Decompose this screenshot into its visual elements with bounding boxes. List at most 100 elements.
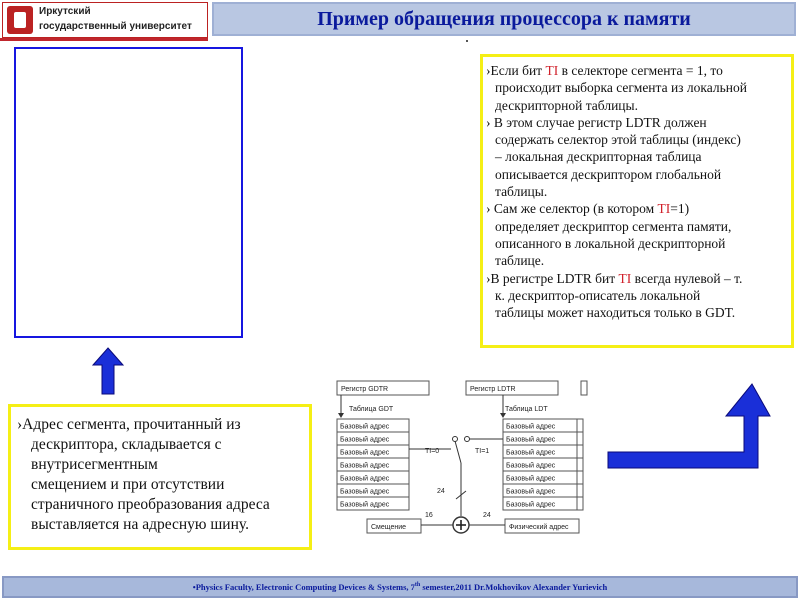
descriptor-row-label: Базовый адрес [340,436,390,444]
segment-address-line: выставляется на адресную шину. [17,515,303,535]
bullet-icon: › [486,114,491,130]
ti-explanation-line: дескрипторной таблицы. [486,97,785,114]
text-run: В регистре LDTR бит [490,270,619,286]
ti-explanation-box: ›Если бит TI в селекторе сегмента = 1, т… [480,54,794,348]
text-run: дескрипторной таблицы. [495,97,638,113]
ldt-label: Таблица LDT [505,405,548,413]
ti-explanation-line: описывается дескриптором глобальной [486,166,785,183]
ti-explanation-line: – локальная дескрипторная таблица [486,148,785,165]
text-run: определяет дескриптор сегмента памяти, [495,218,732,234]
descriptor-row-label: Базовый адрес [340,501,390,509]
empty-figure-frame [14,47,243,338]
up-arrow-icon [92,347,124,395]
ti-explanation-line: › Сам же селектор (в котором TI=1) [486,200,785,217]
text-run: таблицы. [495,184,548,200]
header-divider [0,38,208,41]
segment-address-line: смещением и при отсутствии [17,475,303,495]
logo-line-1: Иркутский [39,6,91,17]
ti-explanation-line: описанного в локальной дескрипторной [486,235,785,252]
descriptor-row-label: Базовый адрес [506,501,556,509]
bullet-icon: › [486,201,491,217]
descriptor-row-label: Базовый адрес [340,423,390,431]
decorative-dot [466,40,468,42]
descriptor-row-label: Базовый адрес [506,449,556,457]
text-run: В этом случае регистр LDTR должен [490,114,707,130]
bits-24-top: 24 [437,488,445,495]
segment-address-line: дескриптора, складывается с [17,435,303,455]
text-run: таблицы может находиться только в GDT. [495,305,736,321]
text-run: Сам же селектор (в котором [490,201,658,217]
gdtr-label: Регистр GDTR [341,386,388,393]
text-run: страничного преобразования адреса [31,496,270,513]
segment-address-line: ›Адрес сегмента, прочитанный из [17,415,303,435]
descriptor-row-label: Базовый адрес [340,475,390,483]
phys-label: Физический адрес [509,523,569,531]
descriptor-row-label: Базовый адрес [506,488,556,496]
descriptor-row-label: Базовый адрес [506,475,556,483]
ti-term: TI [657,201,671,217]
ti0-label: TI=0 [425,448,439,455]
ti-explanation-line: таблице. [486,252,785,269]
text-run: к. дескриптор-описатель локальной [495,287,701,303]
text-run: всегда нулевой – т. [631,270,743,286]
descriptor-row-label: Базовый адрес [506,423,556,431]
ti-term: TI [618,270,632,286]
ti-explanation-line: определяет дескриптор сегмента памяти, [486,218,785,235]
ldtr-register [465,380,559,396]
gdt-label: Таблица GDT [349,405,394,413]
ti1-label: TI=1 [475,448,489,455]
bits-24-bottom: 24 [483,512,491,519]
bent-arrow-icon [607,383,771,469]
bits-16: 16 [425,512,433,519]
text-run: дескриптора, складывается с [31,436,222,453]
gdt-ldt-diagram: Регистр GDTR Регистр LDTR Таблица GDT Та… [336,380,588,534]
text-run: описанного в локальной дескрипторной [495,235,726,251]
text-run: смещением и при отсутствии [31,476,225,493]
slide-title: Пример обращения процессора к памяти [317,7,691,30]
descriptor-row-label: Базовый адрес [506,462,556,470]
ti-explanation-line: таблицы может находиться только в GDT. [486,304,785,321]
bullet-icon: › [17,416,23,433]
text-run: содержать селектор этой таблицы (индекс) [495,132,741,148]
descriptor-row-label: Базовый адрес [340,449,390,457]
ti-explanation-line: содержать селектор этой таблицы (индекс) [486,131,785,148]
footer-text: •Physics Faculty, Electronic Computing D… [192,582,608,592]
descriptor-row-label: Базовый адрес [340,488,390,496]
physical-address-box [504,518,580,534]
ti-explanation-line: таблицы. [486,183,785,200]
bullet-icon: › [486,63,491,78]
text-run: Адрес сегмента, прочитанный из [22,416,241,433]
ti-explanation-line: ›В регистре LDTR бит TI всегда нулевой –… [486,270,785,287]
offset-box [366,518,422,534]
bullet-icon: › [486,270,491,286]
ti-explanation-line: происходит выборка сегмента из локальной [486,79,785,96]
footer-bar: •Physics Faculty, Electronic Computing D… [2,576,798,598]
text-run: Если бит [490,63,546,78]
ldtr-label: Регистр LDTR [470,386,516,393]
descriptor-row [336,496,410,511]
text-run: описывается дескриптором глобальной [495,166,722,182]
text-run: =1) [670,201,690,217]
slide-title-bar: Пример обращения процессора к памяти [212,2,796,36]
ti-explanation-line: ›Если бит TI в селекторе сегмента = 1, т… [486,62,785,79]
descriptor-row-label: Базовый адрес [506,436,556,444]
gdtr-register [336,380,430,396]
university-logo: Иркутский государственный университет [2,2,208,38]
crest-icon [7,6,33,34]
offset-label: Смещение [371,524,406,531]
ti-term: TI [545,63,559,78]
segment-address-line: страничного преобразования адреса [17,495,303,515]
text-run: – локальная дескрипторная таблица [495,149,702,165]
segment-address-line: внутрисегментным [17,455,303,475]
ti-explanation-line: › В этом случае регистр LDTR должен [486,114,785,131]
ti-explanation-line: к. дескриптор-описатель локальной [486,287,785,304]
text-run: происходит выборка сегмента из локальной [495,80,747,96]
text-run: выставляется на адресную шину. [31,516,249,533]
text-run: внутрисегментным [31,456,158,473]
text-run: в селекторе сегмента = 1, то [558,63,723,78]
descriptor-row-label: Базовый адрес [340,462,390,470]
logo-line-2: государственный университет [39,21,192,32]
